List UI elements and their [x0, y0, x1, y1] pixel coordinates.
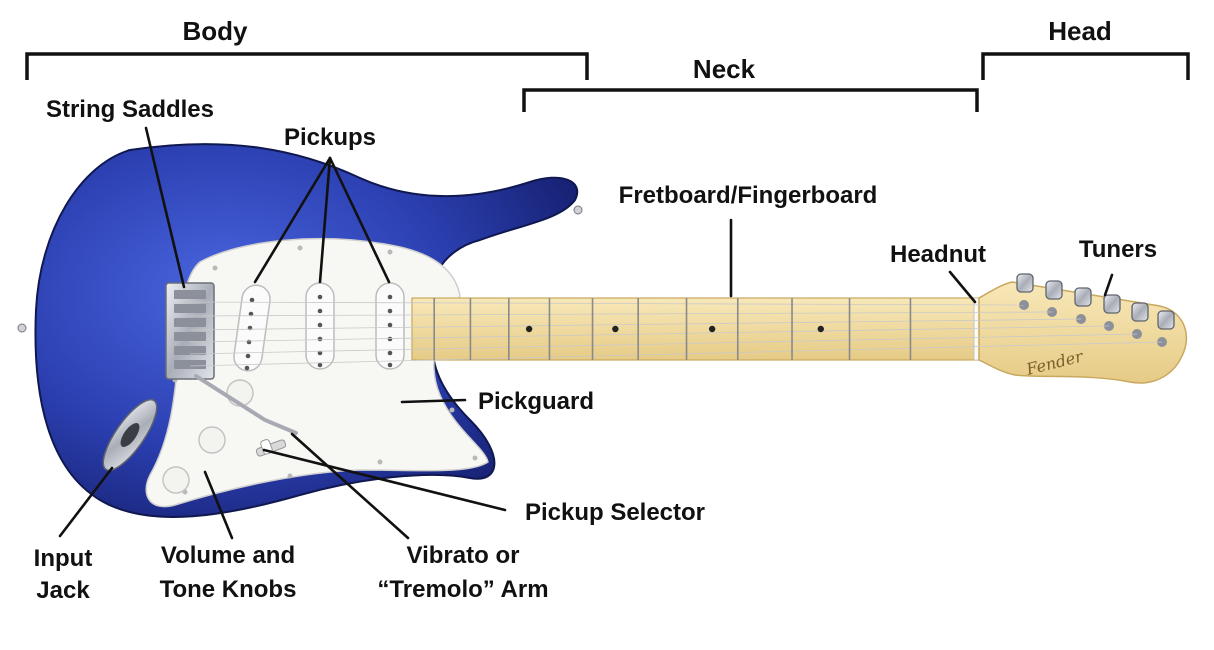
fret-marker — [612, 325, 619, 333]
fret-marker — [708, 325, 716, 333]
neck-section-label: Neck — [693, 54, 756, 84]
string-saddles-leader — [144, 126, 186, 289]
leader-lines — [58, 126, 1114, 540]
input-jack-label-line-1: Input — [34, 545, 93, 572]
knobs-label-line-1: Volume and — [161, 542, 295, 569]
pickups — [233, 282, 405, 372]
fret-marker — [525, 325, 533, 333]
neck-bracket — [522, 88, 979, 112]
fret-markers — [525, 325, 824, 333]
tuners-leader — [1103, 273, 1114, 297]
body-bracket — [25, 52, 589, 80]
tremolo-arm — [194, 374, 298, 435]
pickguard-leader — [400, 398, 467, 404]
pickups-label: Pickups — [284, 124, 376, 151]
pickups-leader-3 — [328, 156, 391, 284]
pickup-selector-leader — [262, 448, 507, 512]
headnut-label: Headnut — [890, 241, 986, 268]
head-section-label: Head — [1048, 16, 1112, 46]
pickups-leader-1 — [253, 156, 332, 284]
pickup-selector-label: Pickup Selector — [525, 499, 705, 526]
headnut-leader — [948, 270, 977, 304]
strap-button-bottom — [17, 323, 27, 333]
tremolo-arm-label-line-2: “Tremolo” Arm — [377, 576, 548, 603]
body-section-label: Body — [183, 16, 249, 46]
tremolo-arm-label-line-1: Vibrato or — [407, 542, 520, 569]
labels: Body Neck Head String Saddles Pickups Fr… — [34, 16, 1157, 604]
strings — [189, 301, 1163, 367]
pickguard-label: Pickguard — [478, 388, 594, 415]
section-brackets — [25, 52, 1190, 112]
fretboard-label: Fretboard/Fingerboard — [619, 182, 878, 209]
head-bracket — [981, 52, 1190, 80]
knobs-leader — [203, 470, 234, 540]
fret-marker — [817, 325, 824, 333]
string-saddles-label: String Saddles — [46, 96, 214, 123]
fretboard — [411, 297, 979, 361]
input-jack-leader — [58, 466, 114, 538]
string-saddles — [174, 290, 206, 369]
knobs-label-line-2: Tone Knobs — [160, 576, 297, 603]
tuners-label: Tuners — [1079, 236, 1157, 263]
guitar-illustration: Fender — [17, 143, 1188, 518]
pickups-leader-2 — [318, 156, 332, 284]
input-jack-label-line-2: Jack — [36, 577, 90, 604]
input-jack — [102, 398, 158, 472]
frets — [433, 298, 912, 360]
strap-button-top — [573, 205, 583, 215]
tremolo-arm-leader — [290, 432, 410, 540]
